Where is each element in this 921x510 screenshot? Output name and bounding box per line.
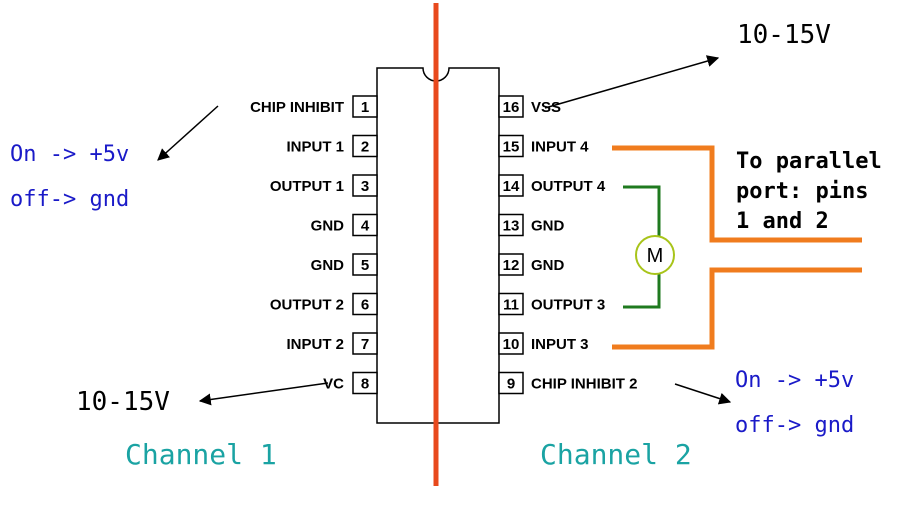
pin-right: 11 OUTPUT 3	[498, 292, 605, 316]
pin-left: 7 INPUT 2	[286, 332, 378, 355]
pin-label: INPUT 2	[286, 336, 344, 353]
pin-left: 8 VC	[323, 371, 378, 395]
channel-1-label: Channel 1	[125, 438, 277, 471]
pin-number: 2	[361, 139, 369, 156]
pin-number-box	[352, 174, 378, 197]
motor-wire-bottom	[623, 273, 661, 309]
parallel-port-line-3: 1 and 2	[736, 209, 829, 234]
pin-label: INPUT 1	[286, 139, 344, 156]
pin-left: 2 INPUT 1	[286, 134, 378, 158]
parallel-port-line-2: port: pins	[736, 179, 868, 204]
pin-number: 4	[361, 218, 370, 235]
motor-icon	[635, 235, 675, 275]
right-on-label: On -> +5v	[735, 368, 854, 393]
pin-left: 1 CHIP INHIBIT	[250, 95, 378, 118]
pin-label: CHIP INHIBIT 2	[531, 376, 637, 393]
pin-number: 9	[507, 376, 515, 393]
pin-number: 3	[361, 178, 369, 195]
pin-left: 5 GND	[311, 253, 378, 276]
pin-number: 13	[503, 218, 520, 235]
pin-number: 6	[361, 297, 369, 314]
pin-left: 4 GND	[311, 213, 378, 237]
vc-arrow	[198, 382, 329, 406]
pin-number-box	[498, 371, 524, 395]
left-off-label: off-> gnd	[10, 187, 129, 212]
pin-number-box	[352, 292, 378, 316]
pin-label: OUTPUT 2	[270, 297, 344, 314]
pin-number-box	[498, 213, 524, 237]
pin-number: 1	[361, 99, 369, 116]
pin-number: 12	[503, 257, 520, 274]
pin-number-box	[352, 253, 378, 276]
motor-label: M	[647, 245, 664, 267]
pin-label: CHIP INHIBIT	[250, 99, 344, 116]
pin-number: 10	[503, 336, 520, 353]
pin-number: 16	[503, 99, 520, 116]
pin-right: 12 GND	[498, 253, 565, 276]
pin-label: OUTPUT 4	[531, 178, 606, 195]
pin-number-box	[498, 332, 524, 355]
pin-number-box	[498, 253, 524, 276]
pin-left: 6 OUTPUT 2	[270, 292, 378, 316]
chip-inhibit-2-arrow	[674, 383, 732, 405]
wire-input-4	[612, 145, 862, 243]
pin-number-box	[352, 134, 378, 158]
pin-label: GND	[311, 218, 345, 235]
left-on-label: On -> +5v	[10, 142, 129, 167]
parallel-port-line-1: To parallel	[736, 149, 882, 174]
pin-right: 14 OUTPUT 4	[498, 174, 606, 197]
pin-label: INPUT 3	[531, 336, 589, 353]
pin-number: 14	[503, 178, 520, 195]
wire-input-3	[612, 267, 862, 350]
vc-voltage-label: 10-15V	[76, 387, 170, 417]
pin-number-box	[352, 332, 378, 355]
pin-label: VC	[323, 376, 344, 393]
pin-number-box	[352, 371, 378, 395]
pin-number: 7	[361, 336, 369, 353]
pin-number: 11	[503, 297, 519, 314]
pin-left: 3 OUTPUT 1	[270, 174, 378, 197]
pin-label: OUTPUT 1	[270, 178, 344, 195]
motor-wire-top	[623, 185, 661, 236]
pin-number: 5	[361, 257, 369, 274]
pin-number: 8	[361, 376, 369, 393]
pin-right: 10 INPUT 3	[498, 332, 589, 355]
pin-number-box	[498, 95, 524, 118]
right-off-label: off-> gnd	[735, 413, 854, 438]
vss-voltage-label: 10-15V	[737, 20, 831, 50]
pin-label: GND	[531, 257, 565, 274]
pin-number-box	[352, 95, 378, 118]
pin-label: GND	[531, 218, 565, 235]
pin-label: OUTPUT 3	[531, 297, 605, 314]
pin-number-box	[498, 174, 524, 197]
pin-right: 9 CHIP INHIBIT 2	[498, 371, 637, 395]
pin-number-box	[352, 213, 378, 237]
pin-label: INPUT 4	[531, 139, 589, 156]
pin-label: GND	[311, 257, 345, 274]
pin-right: 13 GND	[498, 213, 565, 237]
pin-number-box	[498, 292, 524, 316]
chip-inhibit-1-arrow	[157, 105, 219, 161]
channel-2-label: Channel 2	[540, 438, 692, 471]
pin-number-box	[498, 134, 524, 158]
pin-number: 15	[503, 139, 520, 156]
vss-arrow	[544, 55, 720, 109]
pin-right: 15 INPUT 4	[498, 134, 589, 158]
